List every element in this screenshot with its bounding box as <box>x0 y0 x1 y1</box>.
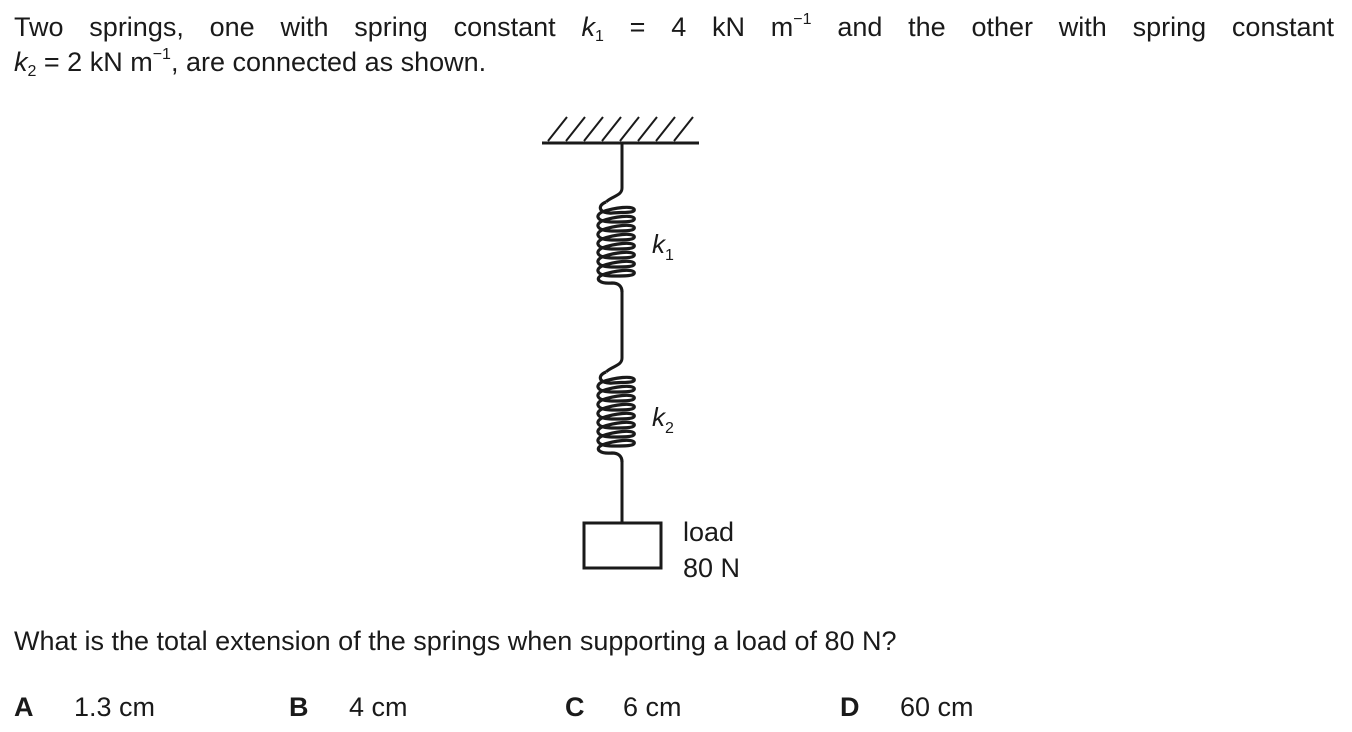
k1-value: = 4 kN m <box>603 12 794 42</box>
stem-line-1: Two springs, one with spring constant k1… <box>14 10 1334 45</box>
stem-line-2: k2 = 2 kN m−1, are connected as shown. <box>14 45 1334 80</box>
option-a-value: 1.3 cm <box>74 692 156 722</box>
ceiling-hatch <box>547 116 694 142</box>
spring-k2 <box>596 370 636 463</box>
load-box <box>582 521 663 570</box>
question-text: What is the total extension of the sprin… <box>14 626 897 656</box>
k1-subscript: 1 <box>594 28 604 45</box>
spring-k1 <box>596 200 636 293</box>
question-stem: Two springs, one with spring constant k1… <box>14 10 1334 80</box>
option-d-letter: D <box>840 692 860 722</box>
option-b[interactable]: B 4 cm <box>289 690 408 725</box>
k2-value: = 2 kN m <box>36 47 153 77</box>
option-c-letter: C <box>565 692 585 722</box>
option-c[interactable]: C 6 cm <box>565 690 682 725</box>
spring-k1-lead-in <box>604 187 624 204</box>
stem-text-c: , are connected as shown. <box>170 47 487 77</box>
load-label: load <box>683 517 734 547</box>
spring-k2-lead-in <box>604 357 624 374</box>
option-d[interactable]: D 60 cm <box>840 690 974 725</box>
option-a-letter: A <box>14 692 34 722</box>
k1-symbol: k <box>581 12 595 42</box>
k2-unit-exponent: −1 <box>152 46 171 63</box>
stem-text-b: and the other with spring constant <box>811 12 1334 42</box>
load-weight-label: 80 N <box>683 553 740 583</box>
k2-label: k2 <box>652 402 674 437</box>
option-b-value: 4 cm <box>349 692 408 722</box>
k2-symbol: k <box>14 47 28 77</box>
option-a[interactable]: A 1.3 cm <box>14 690 155 725</box>
option-d-value: 60 cm <box>900 692 974 722</box>
k1-unit-exponent: −1 <box>793 11 812 28</box>
k1-label: k1 <box>652 229 674 264</box>
k2-subscript: 2 <box>27 63 37 80</box>
option-b-letter: B <box>289 692 309 722</box>
option-c-value: 6 cm <box>623 692 682 722</box>
stem-text-a: Two springs, one with spring constant <box>14 12 582 42</box>
